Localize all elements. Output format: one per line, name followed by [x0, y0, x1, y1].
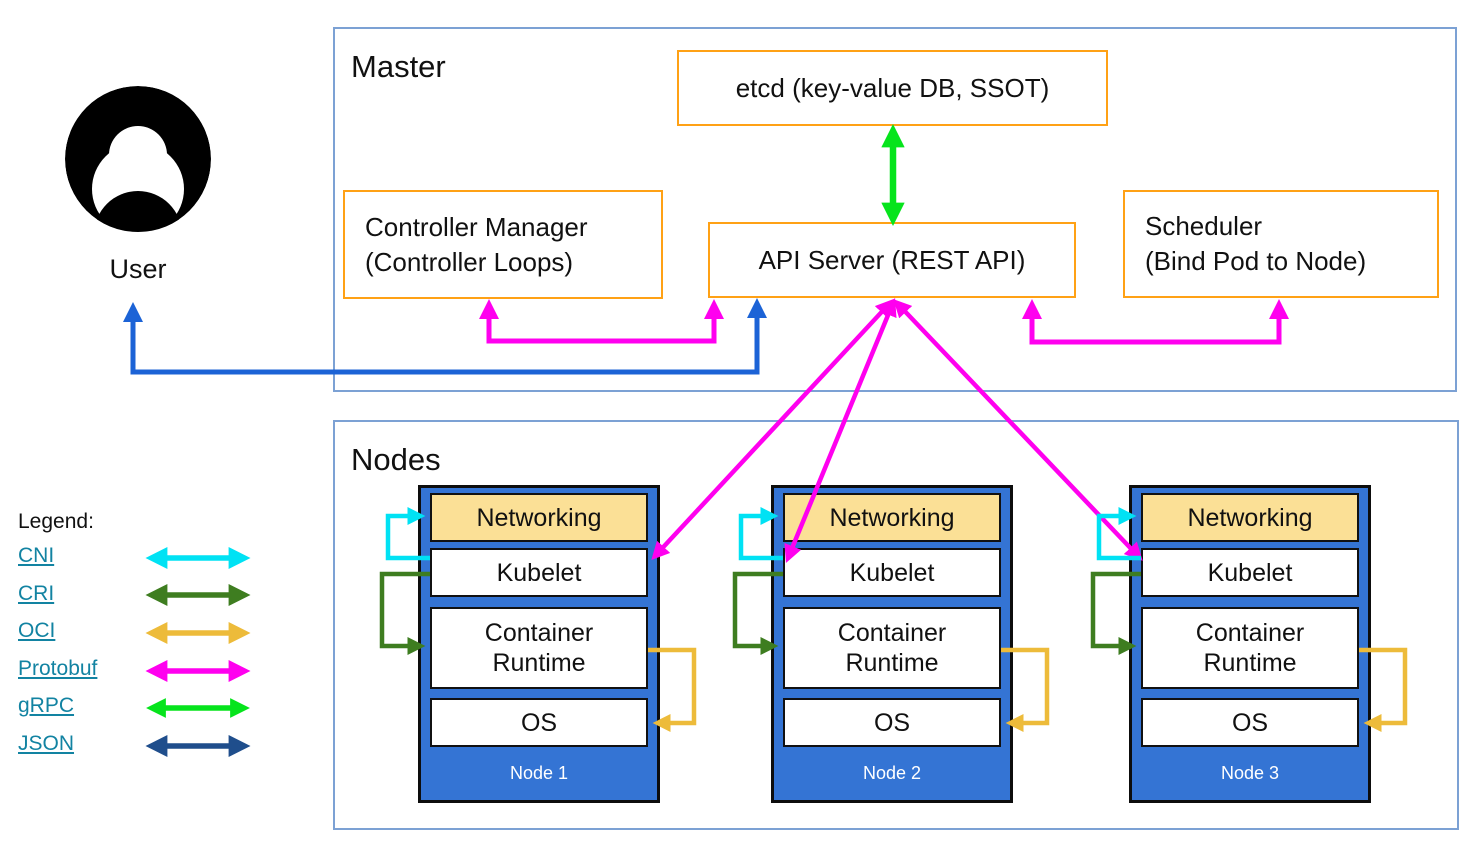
node-3-networking-layer: Networking [1141, 493, 1359, 542]
user-label: User [109, 254, 167, 284]
node-2-kubelet-layer: Kubelet [783, 548, 1001, 597]
node-1-container-runtime-layer: Container Runtime [430, 607, 648, 689]
scheduler-box: Scheduler (Bind Pod to Node) [1123, 190, 1439, 298]
node-2: Networking Kubelet Container Runtime OS … [771, 485, 1013, 803]
os-label: OS [520, 708, 558, 737]
node-3-os-layer: OS [1141, 698, 1359, 747]
controller-manager-box: Controller Manager (Controller Loops) [343, 190, 663, 299]
legend-link-json[interactable]: JSON [18, 732, 75, 755]
nodes-title: Nodes [351, 442, 441, 477]
os-label: OS [873, 708, 911, 737]
master-title: Master [351, 49, 446, 84]
node-3: Networking Kubelet Container Runtime OS … [1129, 485, 1371, 803]
controller-manager-sublabel: (Controller Loops) [365, 246, 574, 277]
legend-link-grpc[interactable]: gRPC [18, 694, 75, 717]
etcd-box: etcd (key-value DB, SSOT) [677, 50, 1108, 126]
api-server-box: API Server (REST API) [708, 222, 1076, 298]
legend-title: Legend: [18, 510, 94, 533]
scheduler-label: Scheduler [1145, 211, 1263, 241]
container-runtime-label: Container Runtime [1195, 619, 1305, 677]
api-server-label: API Server (REST API) [758, 244, 1026, 275]
node-1-name: Node 1 [509, 762, 569, 783]
os-label: OS [1231, 708, 1269, 737]
node-3-container-runtime-layer: Container Runtime [1141, 607, 1359, 689]
node-1-kubelet-layer: Kubelet [430, 548, 648, 597]
node-3-name: Node 3 [1220, 762, 1280, 783]
node-2-name: Node 2 [862, 762, 922, 783]
node-2-os-layer: OS [783, 698, 1001, 747]
networking-label: Networking [1187, 503, 1313, 532]
legend-link-protobuf[interactable]: Protobuf [18, 657, 98, 680]
user-icon [65, 86, 211, 232]
controller-manager-label: Controller Manager [365, 211, 588, 242]
legend-link-cri[interactable]: CRI [18, 582, 55, 605]
etcd-label: etcd (key-value DB, SSOT) [735, 72, 1050, 103]
kubelet-label: Kubelet [1207, 558, 1293, 587]
user-figure [63, 85, 213, 237]
networking-label: Networking [829, 503, 955, 532]
kubelet-label: Kubelet [496, 558, 582, 587]
container-runtime-label: Container Runtime [484, 619, 594, 677]
legend-link-cni[interactable]: CNI [18, 544, 55, 567]
legend-link-oci[interactable]: OCI [18, 619, 56, 642]
kubelet-label: Kubelet [849, 558, 935, 587]
node-2-networking-layer: Networking [783, 493, 1001, 542]
container-runtime-label: Container Runtime [837, 619, 947, 677]
node-2-container-runtime-layer: Container Runtime [783, 607, 1001, 689]
networking-label: Networking [476, 503, 602, 532]
scheduler-sublabel: (Bind Pod to Node) [1145, 246, 1367, 276]
node-3-kubelet-layer: Kubelet [1141, 548, 1359, 597]
node-1-networking-layer: Networking [430, 493, 648, 542]
node-1-os-layer: OS [430, 698, 648, 747]
node-1: Networking Kubelet Container Runtime OS … [418, 485, 660, 803]
